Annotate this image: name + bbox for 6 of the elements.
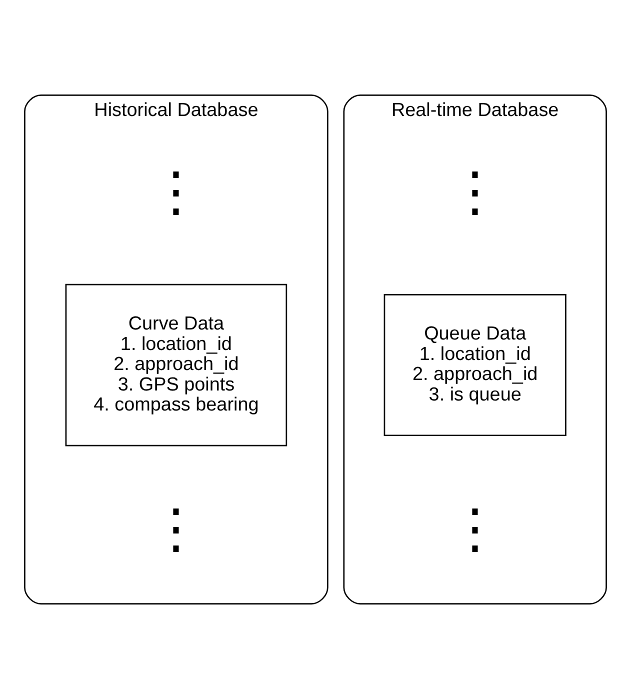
node-box: Curve Data 1. location_id 2. approach_id 3. GPS points 4. compass bearing bbox=[65, 283, 288, 446]
label: ⋮ bbox=[448, 162, 502, 222]
label: ⋮ bbox=[448, 498, 502, 558]
label: ⋮ bbox=[149, 162, 204, 222]
node-box: Queue Data 1. location_id 2. approach_id 3. is queue bbox=[384, 294, 566, 436]
label: ⋮ bbox=[149, 498, 204, 558]
